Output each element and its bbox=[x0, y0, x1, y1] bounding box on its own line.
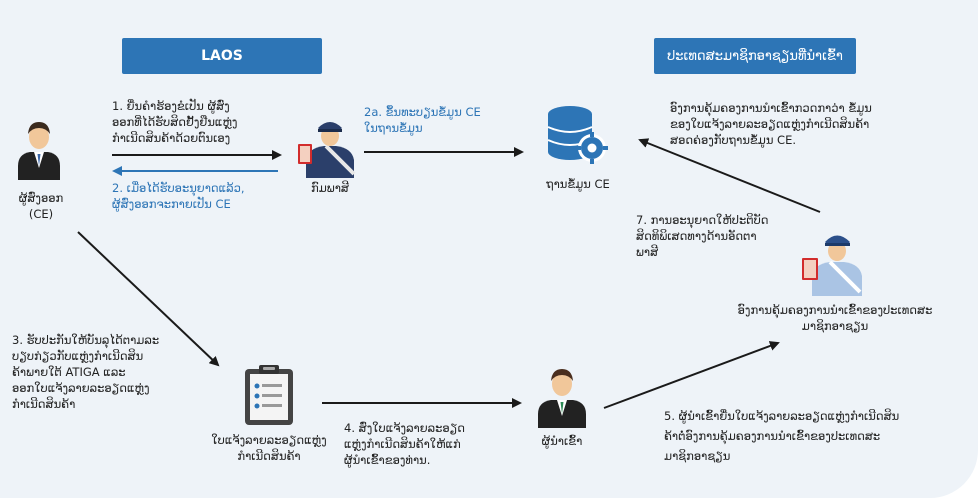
importer-person-icon bbox=[538, 369, 586, 428]
import-authority-label: ອົງການຄຸ້ມຄອງການນຳເຂົ້າຂອງປະເທດສະ ມາຊິກອ… bbox=[737, 303, 933, 333]
step-5-text: 5. ຜູ້ນຳເຂົ້າຍື່ນໃບແຈ້ງລາຍລະອຽດແຫຼ່ງກຳເນ… bbox=[664, 409, 900, 463]
customs-officer-icon bbox=[298, 122, 356, 178]
step-2-text: 2. ເມື່ອໄດ້ຮັບອະນຸຍາດແລ້ວ, ຜູ້ສົ່ງອອກຈະກ… bbox=[112, 181, 245, 211]
exporter-person-icon bbox=[18, 122, 60, 180]
step-2a-text: 2a. ຂຶ້ນທະບຽນຂໍ້ມູນ CE ໃນຖານຂໍ້ມູນ bbox=[364, 105, 481, 135]
step-3-text: 3. ຮັບປະກັນໃຫ້ບັນລຸໄດ້ຕາມລະ ບຽບກ່ຽວກັບແຫ… bbox=[12, 333, 160, 411]
arrow-step5 bbox=[603, 341, 780, 409]
import-authority-officer-icon bbox=[802, 235, 862, 296]
customs-label: ກົມພາສີ bbox=[311, 181, 349, 195]
arrow-step3 bbox=[77, 231, 220, 367]
arrow-step7 bbox=[638, 138, 821, 213]
importing-country-header: ປະເທດສະມາຊິກອາຊຽນທີ່ນຳເຂົ້າ bbox=[654, 38, 856, 74]
step-1-text: 1. ຍື່ນຄຳຮ້ອງຂໍເປັນ ຜູ້ສົ່ງ ອອກທີ່ໄດ້ຮັບ… bbox=[112, 99, 238, 145]
database-label: ຖານຂໍ້ມູນ CE bbox=[546, 177, 610, 191]
laos-header: LAOS bbox=[122, 38, 322, 74]
step-4-text: 4. ສົ່ງໃບແຈ້ງລາຍລະອຽດ ແຫຼ່ງກຳເນີດສິນຄ້າໃ… bbox=[344, 421, 465, 467]
laos-header-label: LAOS bbox=[201, 48, 243, 64]
document-label: ໃບແຈ້ງລາຍລະອຽດແຫຼ່ງ ກຳເນີດສິນຄ້າ bbox=[211, 433, 327, 463]
step-6-text: ອົງການຄຸ້ມຄອງການນຳເຂົ້າກວດກາວ່າ ຂໍ້ມູນ ຂ… bbox=[670, 101, 872, 147]
clipboard-document-icon bbox=[245, 365, 293, 425]
importer-label: ຜູ້ນຳເຂົ້າ bbox=[541, 434, 583, 448]
exporter-label: ຜູ້ສົ່ງອອກ (CE) bbox=[18, 191, 64, 221]
step-7-text: 7. ການອະນຸຍາດໃຫ້ປະຕິບັດ ສິດທິພິເສດທາງດ້າ… bbox=[636, 213, 769, 259]
importing-country-header-label: ປະເທດສະມາຊິກອາຊຽນທີ່ນຳເຂົ້າ bbox=[667, 48, 843, 64]
database-icon bbox=[547, 106, 608, 164]
